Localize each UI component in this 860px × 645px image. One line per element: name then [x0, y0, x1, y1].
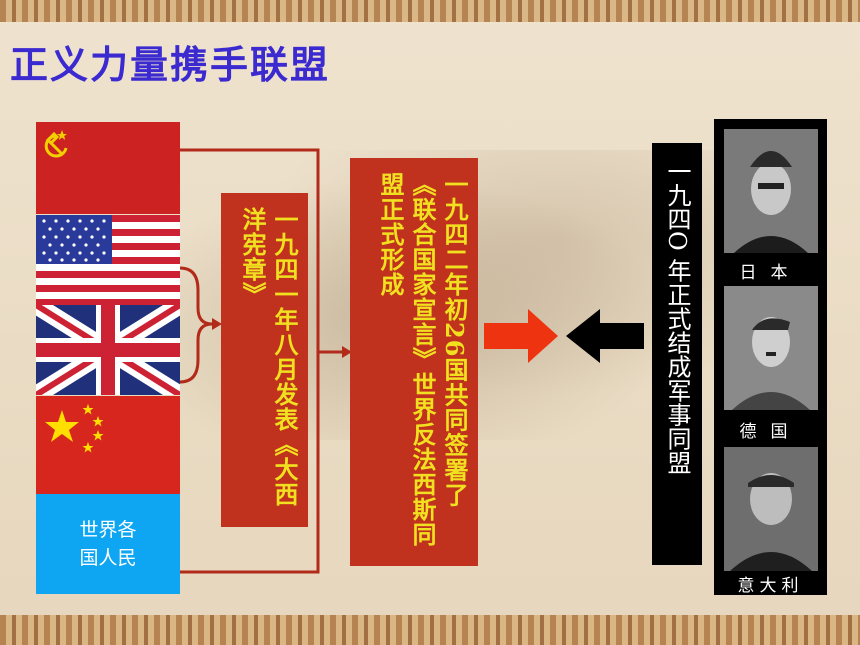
china-flag	[36, 396, 180, 494]
country-label-italy: 意大利	[737, 576, 804, 596]
ussr-flag	[36, 122, 180, 214]
country-label-germany: 德国	[739, 422, 802, 442]
axis-alliance-box: 一九四O 年正式结成军事同盟	[652, 143, 702, 565]
un-declaration-box: 一九四二年初26国共同签署了《联合国家宣言》世界反法西斯同盟正式形成	[350, 158, 478, 566]
slide-title: 正义力量携手联盟	[10, 43, 331, 87]
portrait-italy	[724, 447, 818, 571]
people-label-line2: 国人民	[79, 547, 137, 569]
people-label-line1: 世界各	[79, 519, 137, 541]
portrait-germany	[724, 286, 818, 410]
world-people-box: 世界各 国人民	[36, 494, 180, 594]
uk-flag	[36, 305, 180, 395]
stars-icon	[42, 219, 106, 262]
country-label-japan: 日本	[739, 263, 802, 283]
bottom-border	[0, 615, 860, 645]
axis-portrait-panel: 日本 德国 意大利	[714, 119, 827, 596]
portrait-japan	[724, 129, 818, 253]
atlantic-charter-box: 一九四一年八月发表《大西洋宪章》	[221, 193, 308, 527]
hammer-sickle-icon	[44, 130, 68, 158]
usa-flag	[36, 215, 180, 305]
top-border	[0, 0, 860, 22]
